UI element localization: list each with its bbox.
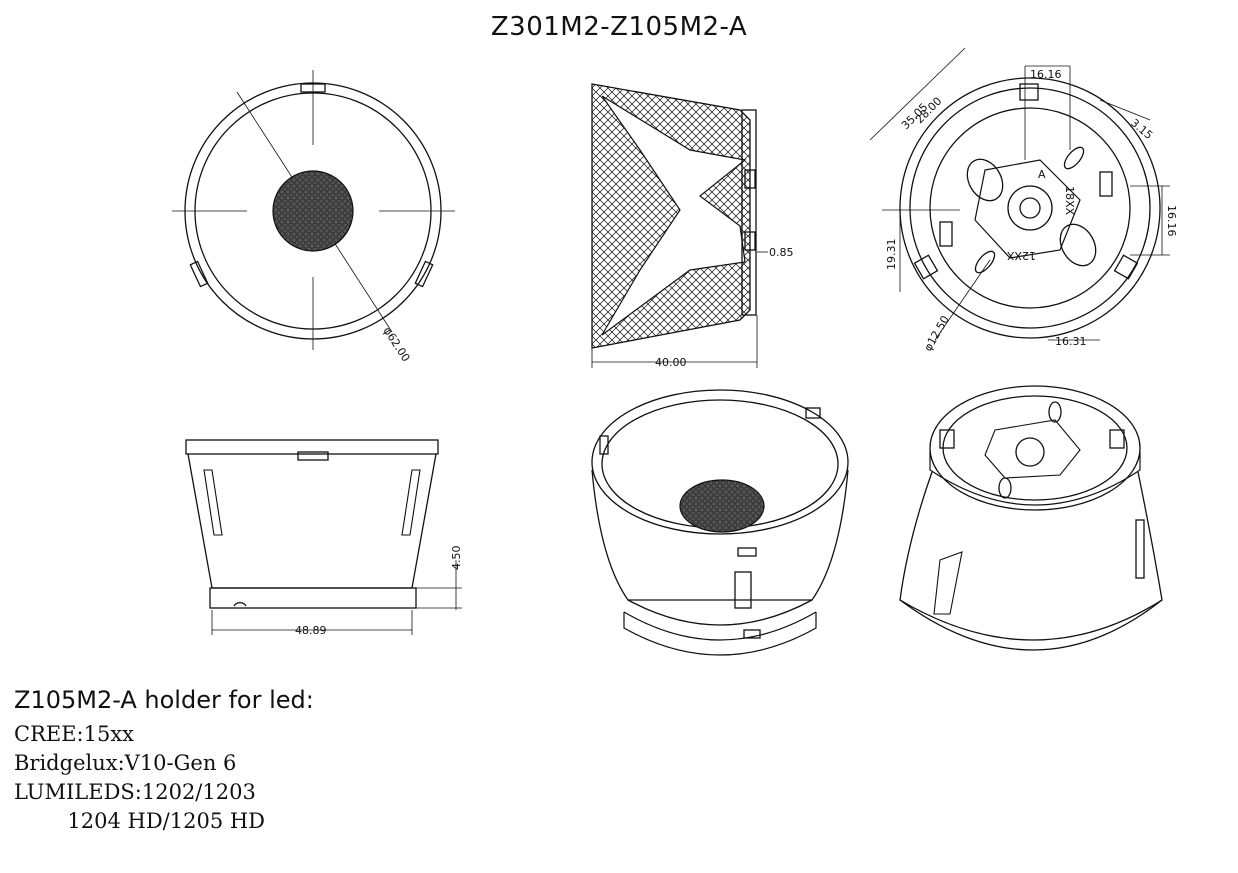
lens-mesh-iso [679,479,765,533]
led-compatibility: Z105M2-A holder for led: CREE:15xx Bridg… [14,686,314,836]
led-line-cree: CREE:15xx [14,722,135,746]
dim-side-wall: 0.85 [769,246,794,259]
isometric-rear-view [899,385,1163,651]
front-view: φ62.00 [172,70,455,364]
mark-code-12xx: 12XX [1006,249,1036,262]
dim-bottom-height: 4.50 [450,546,463,571]
holder-heading: Z105M2-A holder for led: [14,686,314,714]
dim-rear-c: 16.16 [1030,68,1062,81]
led-line-bridgelux: Bridgelux:V10-Gen 6 [14,751,237,775]
side-elevation-view: 48.89 4.50 [185,439,463,637]
dim-front-diameter: φ62.00 [380,325,412,365]
dim-rear-h: 16.31 [1055,335,1087,348]
drawing-title: Z301M2-Z105M2-A [490,12,748,42]
dim-rear-e: 16.16 [1165,205,1178,237]
side-section-view: 40.00 0.85 [591,83,794,369]
mark-code-18xx: 18XX [1063,186,1076,216]
dim-rear-d: 3.15 [1128,116,1155,142]
led-line-lumileds: LUMILEDS:1202/1203 [14,780,256,804]
rear-view: A 18XX 12XX 35.05 28.00 16.16 3.15 16.16… [869,47,1178,354]
mark-letter-a: A [1038,168,1046,181]
lens-mesh [272,170,354,252]
dim-side-depth: 40.00 [655,356,687,369]
dim-rear-g: φ12.50 [921,313,952,353]
isometric-front-view [591,389,849,656]
dim-bottom-width: 48.89 [295,624,327,637]
dim-rear-f: 19.31 [885,239,898,271]
led-line-lumileds-hd: 1204 HD/1205 HD [14,809,266,833]
